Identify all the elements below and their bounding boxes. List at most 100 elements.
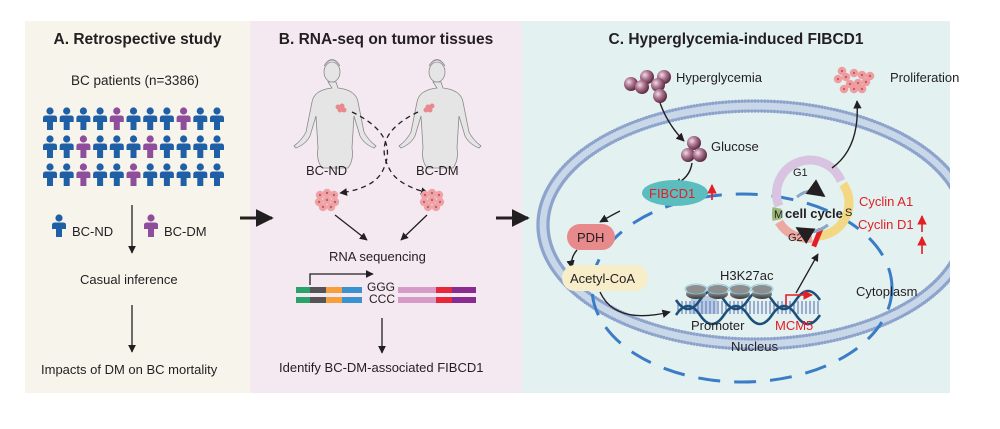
label-glucose: Glucose	[711, 139, 759, 154]
seq-segment	[398, 297, 436, 303]
seq-segment	[310, 297, 326, 303]
tissue-sample-nd	[314, 188, 340, 212]
cohort-label: BC patients (n=3386)	[71, 73, 199, 88]
arrow-fibcd1-to-pdh	[599, 210, 621, 223]
hyperglycemia-molecules	[624, 70, 671, 103]
patient-icon-bc-nd	[159, 163, 174, 186]
proliferation-cluster	[833, 66, 875, 94]
legend-bc-nd: BC-ND	[72, 224, 114, 239]
nucleosome	[728, 283, 752, 299]
tumor-right	[423, 103, 435, 113]
pdh-node	[567, 224, 615, 250]
step-identify-fibcd1: Identify BC-DM-associated FIBCD1	[279, 360, 484, 375]
cell-membrane	[536, 99, 950, 351]
panel-b-title: B. RNA-seq on tumor tissues	[278, 31, 494, 48]
patient-icon-bc-nd	[59, 135, 74, 158]
patient-icon-bc-nd	[159, 107, 174, 130]
label-cytoplasm: Cytoplasm	[856, 284, 918, 299]
patient-icon-bc-nd	[126, 135, 141, 158]
label-h3k27ac: H3K27ac	[720, 268, 774, 283]
step-rna-sequencing: RNA sequencing	[329, 249, 426, 264]
patient-icon-bc-nd	[143, 163, 158, 186]
patient-icon-bc-dm	[143, 135, 158, 158]
patient-icon-bc-dm	[176, 107, 191, 130]
patient-icon-bc-nd	[93, 107, 108, 130]
patient-icon-bc-nd	[76, 107, 91, 130]
seq-segment	[296, 287, 310, 293]
phase-m: M	[774, 209, 784, 221]
patient-icon-bc-nd	[193, 135, 208, 158]
panel-retrospective-study: A. Retrospective study	[25, 21, 250, 393]
label-promoter: Promoter	[691, 318, 745, 333]
arrow-cellcycle-to-proliferation	[831, 100, 862, 169]
legend-bc-dm: BC-DM	[164, 224, 207, 239]
patient-icon-bc-dm	[126, 163, 141, 186]
seq-segment	[326, 297, 342, 303]
seq-segment	[310, 287, 326, 293]
label-cyclin-d1: Cyclin D1	[858, 217, 914, 232]
seq-segment	[342, 297, 362, 303]
arrow-dm-to-seq	[400, 214, 428, 241]
patient-icon-bc-nd	[93, 135, 108, 158]
label-acetyl-coa: Acetyl-CoA	[570, 271, 636, 286]
body-figure-right	[398, 59, 482, 169]
label-bc-nd: BC-ND	[306, 163, 348, 178]
nucleus-membrane	[590, 192, 894, 384]
patient-icon-bc-nd	[193, 107, 208, 130]
nucleosomes	[684, 283, 774, 299]
glucose-molecules	[681, 136, 707, 162]
patient-icon-bc-dm	[76, 163, 91, 186]
seq-segment	[398, 287, 436, 293]
label-hyperglycemia: Hyperglycemia	[676, 70, 762, 85]
patient-icon-bc-nd	[93, 163, 108, 186]
patient-icon-bc-nd	[143, 107, 158, 130]
label-cell-cycle: cell cycle	[785, 206, 843, 221]
body-figure-left	[293, 59, 377, 169]
seq-segment	[342, 287, 362, 293]
label-cyclin-a1: Cyclin A1	[859, 194, 914, 209]
step-casual-inference: Casual inference	[80, 272, 178, 287]
mcm5-transcription-arrow	[785, 290, 813, 305]
nucleosome	[706, 283, 730, 299]
seq-segment	[436, 297, 452, 303]
patient-icon-bc-nd	[43, 163, 57, 186]
panel-a-title: A. Retrospective study	[53, 31, 222, 48]
patient-pictogram	[43, 107, 224, 186]
seq-segment	[296, 297, 310, 303]
label-mcm5: MCM5	[775, 318, 814, 333]
patient-icon-bc-nd	[210, 107, 224, 130]
patient-icon-bc-nd	[210, 163, 224, 186]
step-impacts-mortality: Impacts of DM on BC mortality	[41, 362, 218, 377]
panel-rna-seq: B. RNA-seq on tumor tissues	[250, 21, 522, 393]
patient-icon-bc-nd	[126, 107, 141, 130]
panel-hyperglycemia-fibcd1: C. Hyperglycemia-induced FIBCD1	[522, 21, 950, 393]
tumor-left	[335, 103, 347, 113]
label-proliferation: Proliferation	[890, 70, 960, 85]
label-fibcd1: FIBCD1	[649, 186, 696, 201]
acetyl-coa-node	[562, 265, 648, 291]
fibcd1-node	[642, 180, 708, 206]
patient-icon-bc-nd	[59, 163, 74, 186]
phase-s: S	[845, 207, 853, 219]
patient-icon-bc-nd	[59, 107, 74, 130]
patient-icon-bc-nd	[159, 135, 174, 158]
arrow-nd-to-seq	[334, 214, 368, 241]
patient-icon-bc-nd	[210, 135, 224, 158]
arrow-hyper-to-glucose	[659, 102, 685, 142]
dashed-arrow-nd	[339, 111, 388, 196]
patient-icon-bc-nd	[43, 107, 57, 130]
label-pdh: PDH	[577, 230, 605, 245]
arrow-mcm5-to-cellcycle	[795, 253, 819, 294]
dashed-arrow-dm	[383, 111, 429, 195]
patient-icon-bc-dm	[76, 135, 91, 158]
patient-icon-bc-nd	[43, 135, 57, 158]
bc-nd-icon	[52, 214, 66, 237]
cycle-arrow-bottom	[795, 223, 829, 245]
patient-icon-bc-nd	[176, 135, 191, 158]
nucleosome	[750, 283, 774, 299]
seq-segment	[452, 297, 476, 303]
seq-segment	[452, 287, 476, 293]
label-bc-dm: BC-DM	[416, 163, 459, 178]
label-nucleus: Nucleus	[731, 339, 778, 354]
